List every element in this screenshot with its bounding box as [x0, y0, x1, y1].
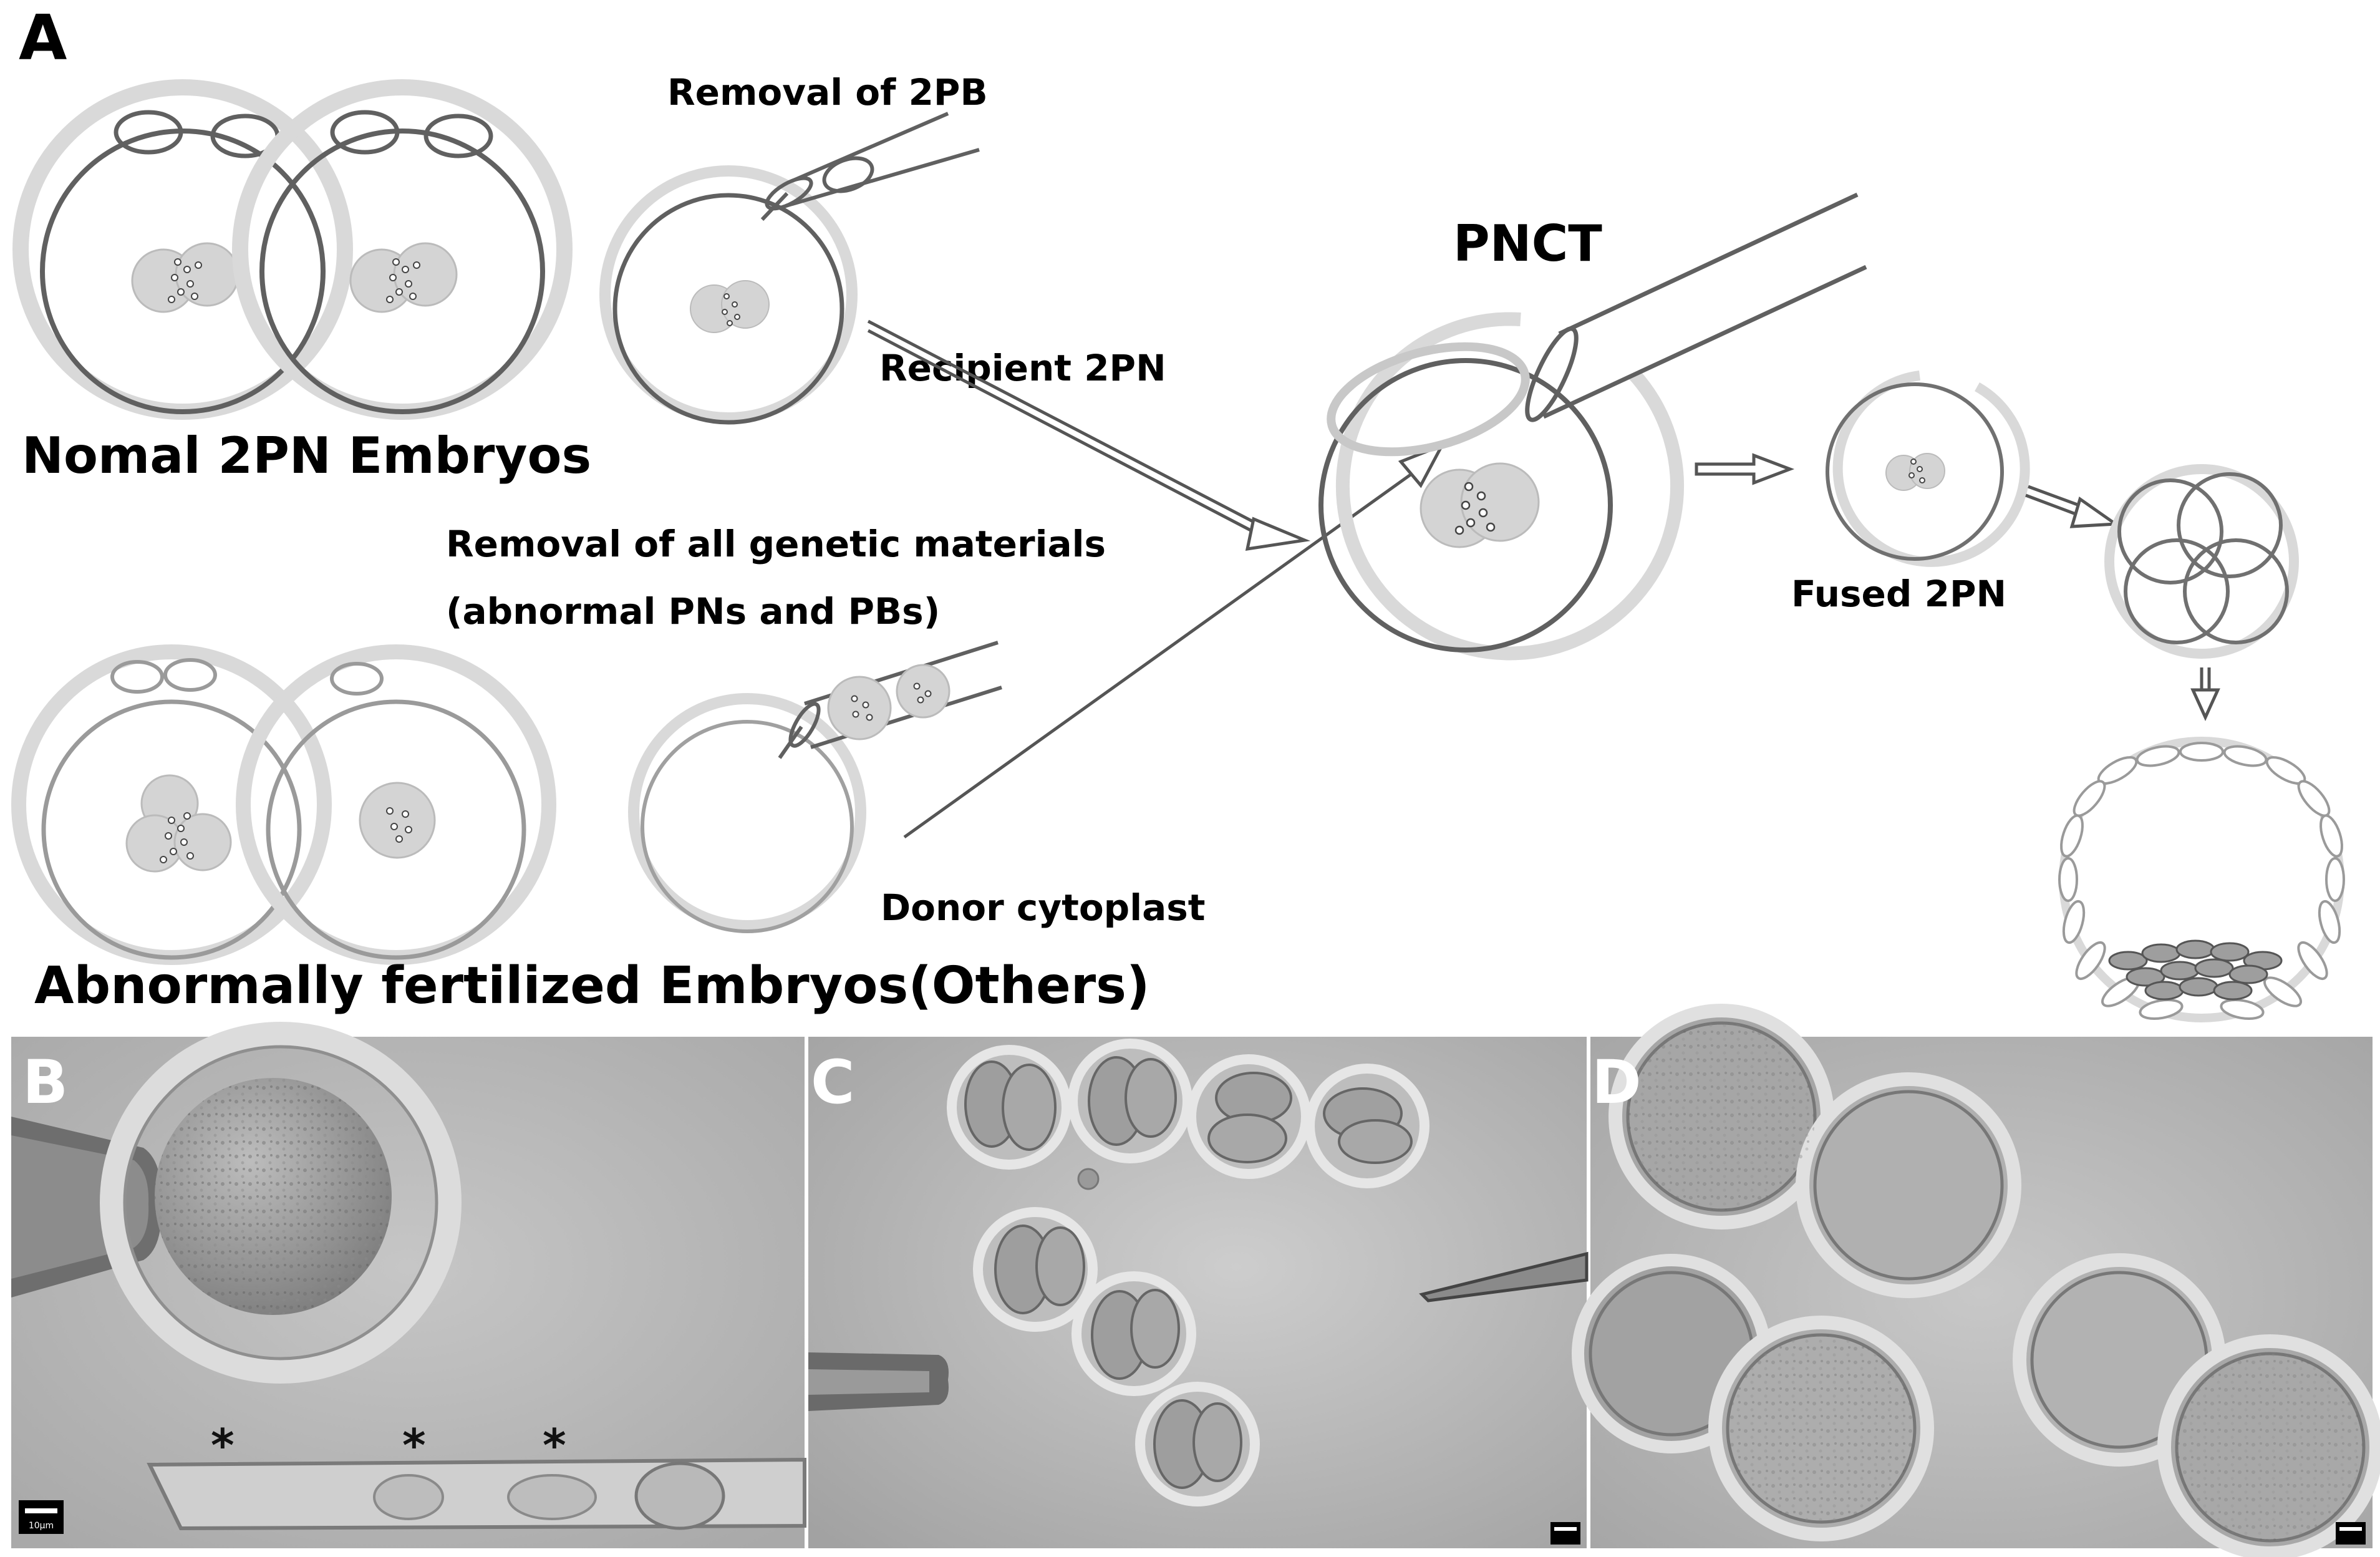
- blastocyst: [2058, 737, 2345, 1022]
- abnormal-embryo-left: [11, 644, 332, 965]
- embryo-c6: [1071, 1271, 1196, 1396]
- inner-cell-mass: [2108, 939, 2283, 1001]
- embryo-c1: [947, 1045, 1071, 1170]
- blastocysts: [1572, 1004, 2380, 1557]
- pipette-c-left: [808, 1352, 949, 1411]
- panel-b-letter: B: [22, 1047, 68, 1117]
- arrow-to-4cell: [2025, 485, 2121, 528]
- panel-c: C: [808, 1037, 1589, 1548]
- removal-all-label-line2: (abnormal PNs and PBs): [446, 590, 940, 633]
- panel-c-letter: C: [811, 1047, 854, 1117]
- arrow-recipient: [867, 319, 1311, 551]
- asterisk-1: *: [211, 1419, 235, 1472]
- embryo-c4: [1305, 1064, 1429, 1188]
- panel-d-letter: D: [1592, 1047, 1642, 1117]
- cleavage-embryos: [947, 1039, 1429, 1506]
- panel-a-letter: A: [19, 1, 67, 74]
- embryo-c2: [1068, 1039, 1192, 1163]
- embryo-c3: [1186, 1054, 1311, 1179]
- svg-text:10μm: 10μm: [29, 1521, 54, 1531]
- arrow-donor: [903, 442, 1446, 839]
- normal-embryos-label: Nomal 2PN Embryos: [22, 427, 591, 485]
- fused-label: Fused 2PN: [1791, 573, 2006, 615]
- embryo-c7: [1135, 1382, 1260, 1506]
- pnct-embryo: [1318, 192, 1867, 661]
- pnct-label: PNCT: [1453, 215, 1602, 273]
- recipient-embryo-top: [599, 165, 858, 425]
- pipette-c-right: [1419, 1251, 1589, 1302]
- panel-d: D: [1572, 1004, 2380, 1557]
- removal-all-label-line1: Removal of all genetic materials: [446, 523, 1106, 565]
- asterisk-2: *: [402, 1419, 426, 1472]
- embryo-c5: [973, 1207, 1098, 1332]
- scale-bar-d: [2336, 1522, 2366, 1545]
- arrow-to-fused: [1695, 453, 1795, 485]
- scale-bar-c: [1550, 1522, 1580, 1545]
- asterisk-3: *: [543, 1419, 566, 1472]
- normal-embryo-right: [232, 79, 573, 420]
- four-cell-embryo: [2104, 464, 2299, 659]
- panel-a: A No: [11, 1, 2345, 1022]
- normal-embryo-left: [12, 79, 353, 420]
- arrow-to-blastocyst: [2190, 667, 2220, 722]
- abnormal-embryo-right: [236, 644, 556, 965]
- fused-embryo: [1826, 371, 2030, 567]
- abnormal-embryos-label: Abnormally fertilized Embryos(Others): [34, 956, 1149, 1016]
- removal-2pb-label: Removal of 2PB: [667, 71, 988, 114]
- micropipette-bottom: [778, 641, 1002, 759]
- donor-embryo: [628, 693, 866, 933]
- recipient-label: Recipient 2PN: [879, 347, 1166, 389]
- donor-label: Donor cytoplast: [881, 886, 1205, 929]
- panel-b: * * * B 10μm: [11, 1022, 806, 1548]
- micropipette-top: [760, 112, 980, 221]
- scale-bar-b: 10μm: [19, 1500, 64, 1534]
